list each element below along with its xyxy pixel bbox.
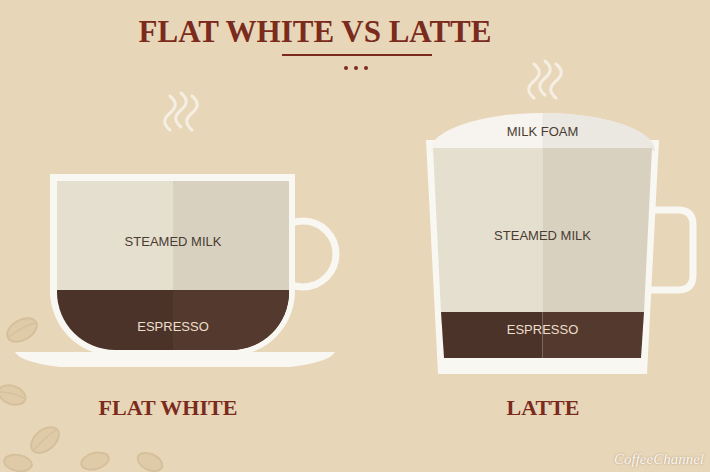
bean-crease (9, 323, 35, 337)
layer-label: STEAMED MILK (494, 228, 591, 244)
steam-wisp (165, 96, 176, 130)
dot (354, 66, 358, 70)
layer-fill (57, 290, 289, 350)
layer-label: ESPRESSO (507, 322, 579, 338)
title-block: FLAT WHITE VS LATTE (0, 16, 630, 47)
foam-fill (430, 113, 655, 151)
coffee-bean (26, 422, 63, 458)
espresso-layer: ESPRESSO (57, 290, 289, 350)
steam-wisp (551, 64, 562, 98)
espresso-layer: ESPRESSO (441, 312, 644, 358)
dot (344, 66, 348, 70)
layer-label: MILK FOAM (507, 124, 579, 140)
steam-wisp (540, 61, 551, 95)
bean-crease (33, 429, 57, 451)
steamed-milk-layer: STEAMED MILK (57, 181, 289, 290)
steamed-milk-layer: STEAMED MILK (433, 148, 652, 312)
coffee-bean (3, 313, 41, 346)
steam-wisp (187, 96, 198, 130)
bean-creases (0, 323, 57, 451)
glass-body (426, 140, 659, 374)
title-dots (344, 66, 368, 70)
layer-label: STEAMED MILK (125, 234, 222, 250)
milk-foam-layer: MILK FOAM (430, 113, 655, 151)
layer-label: ESPRESSO (137, 319, 209, 335)
flat-white-cup: FLAT WHITE STEAMED MILK ESPRESSO (12, 168, 342, 428)
cup-body (50, 174, 295, 356)
title-underline (282, 54, 432, 56)
coffee-bean (3, 453, 33, 472)
dot (364, 66, 368, 70)
steam-wisp (529, 64, 540, 98)
steam-wisp (176, 93, 187, 127)
bean-crease (0, 392, 24, 398)
title: FLAT WHITE VS LATTE (0, 16, 630, 47)
coffee-bean (79, 450, 110, 472)
drink-name: FLAT WHITE (12, 395, 324, 421)
drink-name: LATTE (410, 395, 676, 421)
watermark: CoffeeChannel (598, 450, 704, 468)
coffee-bean (135, 449, 165, 472)
latte-glass: LATTE MILK FOAM STEAMED MILK ESPRESSO (410, 105, 705, 425)
coffee-bean (0, 382, 28, 408)
watermark-wrap: CoffeeChannel (598, 450, 704, 468)
